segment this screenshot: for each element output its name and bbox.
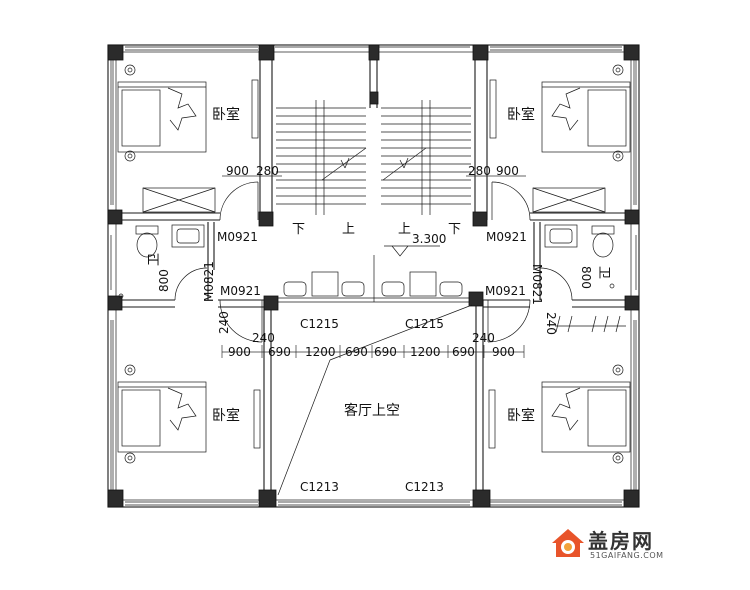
dim-240-right-vertical: 240	[544, 312, 558, 335]
living-void-label: 客厅上空	[344, 402, 400, 419]
stair-down-label-left: 下	[292, 222, 305, 237]
door-swings	[174, 181, 573, 343]
house-logo-icon	[552, 529, 584, 557]
stair-break-line	[382, 147, 427, 181]
balcony-furniture	[283, 271, 463, 297]
interior-walls	[116, 52, 631, 500]
staircase	[276, 100, 471, 215]
dim-1200-right: 1200	[410, 345, 441, 359]
bed-bottom-left	[117, 364, 207, 464]
bedroom-label-top-left: 卧室	[212, 106, 240, 123]
site-logo: 盖房网 51GAIFANG.COM	[548, 523, 708, 563]
logo-name: 盖房网	[588, 529, 654, 553]
dim-900-mid-left: 900	[228, 345, 251, 359]
dim-690-2: 690	[345, 345, 368, 359]
structural-columns	[107, 44, 640, 508]
level-marker	[384, 245, 440, 257]
stair-break-mark	[340, 159, 346, 169]
dim-900-top-left: 900	[226, 164, 249, 178]
bed-bottom-right	[541, 364, 631, 464]
dim-690-4: 690	[452, 345, 475, 359]
stair-down-label-right: 下	[448, 222, 461, 237]
bath-door-code-left: M0821	[202, 261, 216, 302]
dim-280-top-right: 280	[468, 164, 491, 178]
stair-break-mark	[403, 157, 409, 169]
dim-1200-left: 1200	[305, 345, 336, 359]
door-code-top-left: M0921	[217, 230, 258, 244]
hanger-rail	[555, 315, 626, 333]
dim-800-left: 800	[157, 269, 171, 292]
door-code-mid-left: M0921	[220, 284, 261, 298]
logo-site-url: 51GAIFANG.COM	[590, 551, 664, 560]
exterior-walls	[107, 44, 640, 508]
dim-240-left-vertical: 240	[217, 311, 231, 334]
dim-900-mid-right: 900	[492, 345, 515, 359]
bathroom-fixtures	[118, 224, 615, 299]
bath-label-right: 卫	[596, 266, 611, 279]
bedroom-label-top-right: 卧室	[507, 106, 535, 123]
bed-top-left	[117, 64, 207, 162]
level-elevation: 3.300	[412, 232, 446, 246]
bath-label-left: 卫	[147, 253, 162, 266]
dim-240-mid-left: 240	[252, 331, 275, 345]
window-code-balcony-right: C1215	[405, 317, 444, 331]
bath-door-code-right: M0821	[530, 264, 544, 305]
side-windows	[110, 60, 637, 490]
bottom-windows	[125, 501, 622, 506]
door-code-mid-right: M0921	[485, 284, 526, 298]
stair-up-label-left: 上	[342, 222, 355, 237]
dim-900-top-right: 900	[496, 164, 519, 178]
window-code-front-right: C1213	[405, 480, 444, 494]
window-code-front-left: C1213	[300, 480, 339, 494]
void-cross-lines	[277, 304, 473, 496]
door-code-top-right: M0921	[486, 230, 527, 244]
labels: 卧室 卧室 卧室 卧室 客厅上空 卫 卫 下 上 上 下 3.300 M0921…	[147, 106, 611, 494]
closets	[142, 187, 606, 213]
stair-break-mark	[399, 159, 405, 169]
stair-up-label-right: 上	[398, 222, 411, 237]
dim-690-3: 690	[374, 345, 397, 359]
bedroom-label-bottom-right: 卧室	[507, 407, 535, 424]
dim-800-right: 800	[579, 266, 593, 289]
dim-240-mid-right: 240	[472, 331, 495, 345]
dim-690-1: 690	[268, 345, 291, 359]
dim-280-top-left: 280	[256, 164, 279, 178]
bed-top-right	[541, 64, 631, 162]
stair-break-line	[321, 147, 367, 181]
window-code-balcony-left: C1215	[300, 317, 339, 331]
bedroom-label-bottom-left: 卧室	[212, 407, 240, 424]
dimension-lines	[221, 175, 526, 358]
stair-break-mark	[344, 157, 350, 169]
wardrobes	[251, 79, 497, 449]
